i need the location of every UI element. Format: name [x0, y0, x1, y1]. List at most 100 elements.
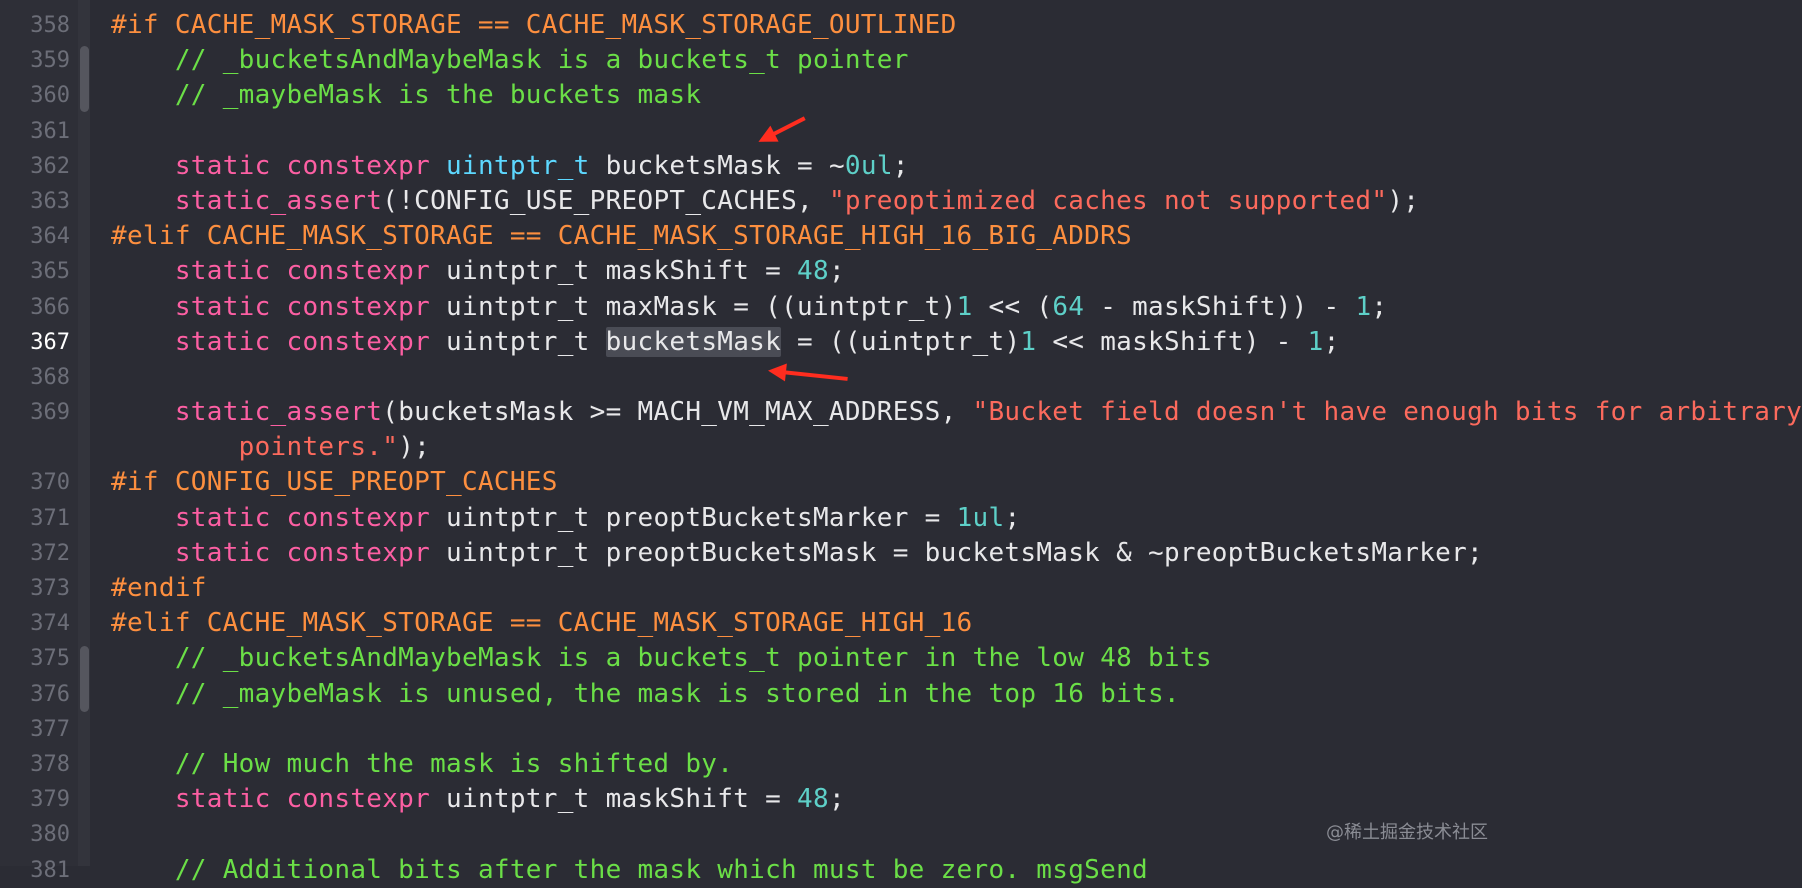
code-line[interactable]: 360 // _maybeMask is the buckets mask: [0, 78, 1512, 113]
code-line[interactable]: 379 static constexpr uintptr_t maskShift…: [0, 782, 1512, 817]
token-pl: ;: [1371, 291, 1388, 322]
token-pp: #if CONFIG_USE_PREOPT_CACHES: [111, 467, 558, 498]
token-str: "Bucket field doesn't have enough bits f…: [972, 397, 1802, 428]
token-kw: static constexpr: [174, 326, 447, 357]
line-number: 366: [30, 294, 70, 320]
code-text: // _bucketsAndMaybeMask is a buckets_t p…: [111, 43, 909, 78]
code-text: static constexpr uintptr_t maxMask = ((u…: [111, 290, 1387, 325]
code-text: static_assert(bucketsMask >= MACH_VM_MAX…: [111, 395, 1802, 430]
line-number: 369: [30, 400, 70, 426]
code-line[interactable]: 378 // How much the mask is shifted by.: [0, 747, 1512, 782]
line-number: 381: [30, 857, 70, 883]
token-pl: ;: [1323, 326, 1340, 357]
code-line[interactable]: 370#if CONFIG_USE_PREOPT_CACHES: [0, 465, 1512, 500]
token-pl: [111, 784, 175, 814]
code-line[interactable]: 375 // _bucketsAndMaybeMask is a buckets…: [0, 641, 1512, 676]
code-text: // _maybeMask is unused, the mask is sto…: [111, 677, 1180, 712]
code-line[interactable]: 359 // _bucketsAndMaybeMask is a buckets…: [0, 43, 1512, 78]
code-text: static constexpr uintptr_t preoptBuckets…: [111, 536, 1483, 571]
token-num: 1: [1355, 291, 1372, 322]
token-cm: // _bucketsAndMaybeMask is a buckets_t p…: [174, 45, 909, 76]
token-pl: [111, 749, 175, 779]
token-pl: ;: [828, 256, 845, 287]
token-pl: uintptr_t preoptBucketsMarker =: [446, 502, 957, 533]
token-ty: uintptr_t: [446, 150, 590, 181]
line-number: 358: [30, 13, 70, 38]
line-number: 376: [30, 681, 70, 707]
line-number: 380: [30, 822, 70, 848]
token-kw: static_assert: [174, 185, 383, 216]
token-kw: static constexpr: [174, 150, 447, 181]
token-cm: // _maybeMask is unused, the mask is sto…: [174, 678, 1180, 709]
token-kw: static constexpr: [174, 784, 447, 815]
token-kw: static_assert: [174, 397, 383, 428]
code-line[interactable]: pointers.");: [0, 430, 1512, 465]
token-pl: [111, 327, 175, 357]
code-line[interactable]: 374#elif CACHE_MASK_STORAGE == CACHE_MAS…: [0, 606, 1512, 641]
token-pl: << (: [972, 291, 1053, 322]
code-text: static constexpr uintptr_t bucketsMask =…: [111, 149, 909, 184]
code-line[interactable]: 371 static constexpr uintptr_t preoptBuc…: [0, 501, 1512, 536]
code-text: #if CONFIG_USE_PREOPT_CACHES: [111, 465, 558, 500]
line-number: 375: [30, 646, 70, 672]
token-pl: ;: [828, 784, 845, 815]
token-pl: [111, 643, 175, 673]
code-line[interactable]: 362 static constexpr uintptr_t bucketsMa…: [0, 149, 1512, 184]
code-line[interactable]: 381 // Additional bits after the mask wh…: [0, 853, 1512, 888]
line-number: 359: [30, 48, 70, 74]
line-number: 374: [30, 611, 70, 637]
line-number: 363: [30, 188, 70, 214]
token-pl: [111, 503, 175, 533]
code-text: static constexpr uintptr_t bucketsMask =…: [111, 325, 1340, 360]
scroll-thumb-bottom[interactable]: [80, 646, 89, 712]
code-text: // _bucketsAndMaybeMask is a buckets_t p…: [111, 641, 1212, 676]
line-number: 360: [30, 83, 70, 109]
token-pl: uintptr_t maxMask = ((uintptr_t): [446, 291, 957, 322]
line-number: 365: [30, 259, 70, 285]
line-number: 377: [30, 716, 70, 742]
code-line[interactable]: 380: [0, 817, 1512, 852]
code-text: static constexpr uintptr_t maskShift = 4…: [111, 254, 845, 289]
token-pl: (!CONFIG_USE_PREOPT_CACHES,: [382, 185, 829, 216]
line-number: 364: [30, 224, 70, 250]
token-pl: << maskShift) -: [1036, 326, 1308, 357]
code-text: #if CACHE_MASK_STORAGE == CACHE_MASK_STO…: [111, 8, 957, 43]
token-str: "preoptimized caches not supported": [828, 185, 1388, 216]
code-line[interactable]: 363 static_assert(!CONFIG_USE_PREOPT_CAC…: [0, 184, 1512, 219]
code-line[interactable]: 364#elif CACHE_MASK_STORAGE == CACHE_MAS…: [0, 219, 1512, 254]
token-pl: [111, 186, 175, 216]
token-pl: [111, 432, 239, 462]
line-number-gutter: [0, 0, 90, 866]
token-kw: static constexpr: [174, 256, 447, 287]
token-pl: ;: [892, 150, 909, 181]
token-num: 1: [956, 291, 973, 322]
code-line[interactable]: 365 static constexpr uintptr_t maskShift…: [0, 254, 1512, 289]
token-pl: [111, 855, 175, 885]
code-line[interactable]: 372 static constexpr uintptr_t preoptBuc…: [0, 536, 1512, 571]
code-line[interactable]: 358 #if CACHE_MASK_STORAGE == CACHE_MASK_…: [0, 8, 1512, 43]
line-number: 378: [30, 751, 70, 777]
token-cm: // How much the mask is shifted by.: [174, 748, 734, 779]
code-line[interactable]: 366 static constexpr uintptr_t maxMask =…: [0, 290, 1512, 325]
token-pl: uintptr_t maskShift =: [446, 784, 798, 815]
token-pl: );: [398, 432, 431, 463]
code-line[interactable]: 361: [0, 114, 1512, 149]
code-line[interactable]: 369 static_assert(bucketsMask >= MACH_VM…: [0, 395, 1802, 430]
token-pl: [111, 151, 175, 181]
token-pl: ;: [1004, 502, 1021, 533]
token-pl: [111, 292, 175, 322]
code-text: #endif: [111, 571, 207, 606]
code-line[interactable]: 367 static constexpr uintptr_t bucketsMa…: [0, 325, 1512, 360]
code-line[interactable]: 377: [0, 712, 1512, 747]
line-number: 367: [30, 329, 70, 355]
code-text: pointers.");: [111, 430, 430, 465]
scroll-thumb-top[interactable]: [80, 46, 89, 112]
token-kw: static constexpr: [174, 502, 447, 533]
code-text: // Additional bits after the mask which …: [111, 853, 1148, 888]
code-line[interactable]: 376 // _maybeMask is unused, the mask is…: [0, 677, 1512, 712]
token-cm: // _maybeMask is the buckets mask: [174, 80, 702, 111]
code-line[interactable]: 368: [0, 360, 1512, 395]
token-pp: #endif: [111, 573, 207, 603]
code-line[interactable]: 373#endif: [0, 571, 1512, 606]
